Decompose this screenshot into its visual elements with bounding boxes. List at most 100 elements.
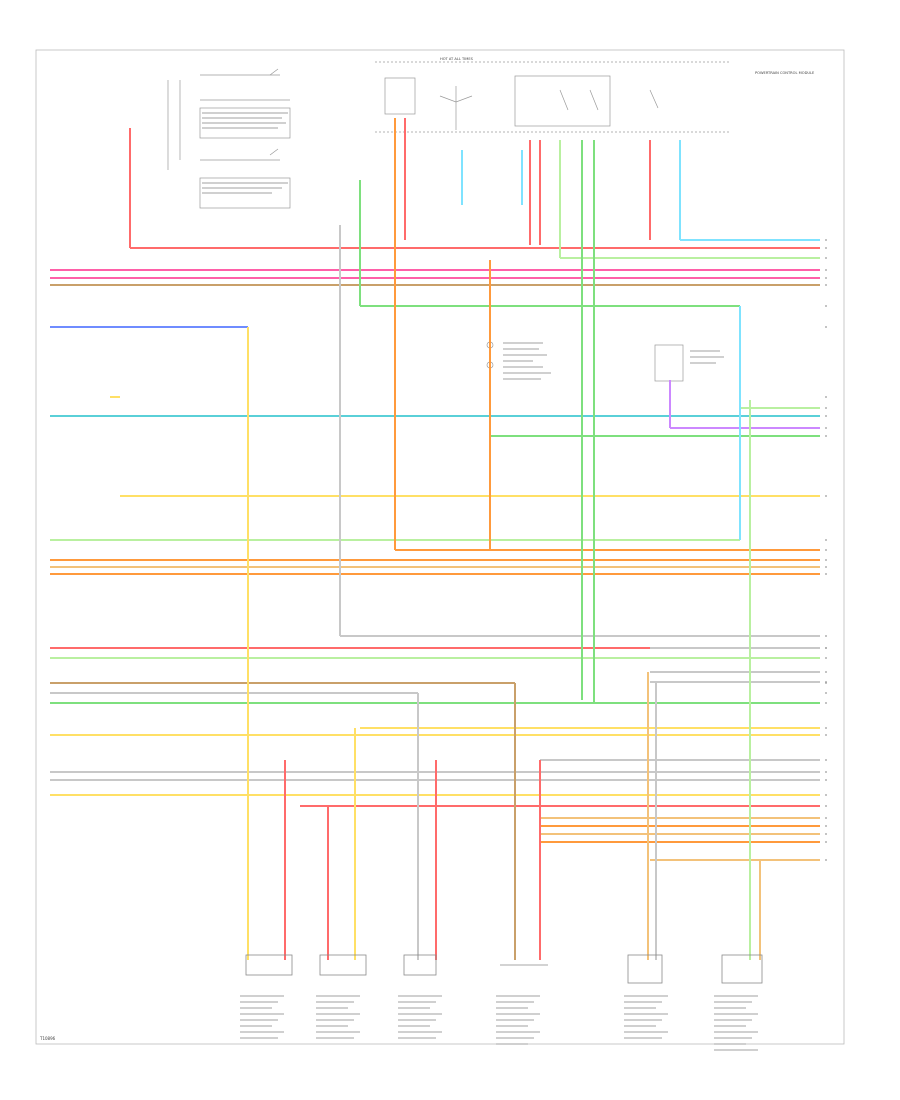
label-line (624, 1013, 668, 1015)
label-line (624, 1001, 662, 1003)
label-line (496, 1013, 540, 1015)
pin-mark (825, 759, 827, 761)
label-line (316, 1025, 348, 1027)
label-line (398, 1019, 436, 1021)
pin-mark (825, 647, 827, 649)
pin-mark (825, 559, 827, 561)
pin-mark (825, 549, 827, 551)
pin-mark (825, 771, 827, 773)
pin-mark (825, 257, 827, 259)
label-line (398, 1037, 436, 1039)
pin-mark (825, 805, 827, 807)
diagram-code: T10896 (39, 1036, 56, 1041)
label-line (496, 1037, 534, 1039)
label-line (624, 1025, 656, 1027)
label-line (496, 1019, 534, 1021)
label-line (398, 1031, 442, 1033)
pin-mark (825, 277, 827, 279)
label-line (398, 995, 442, 997)
pin-mark (825, 415, 827, 417)
label-line (496, 1001, 534, 1003)
pin-mark (825, 435, 827, 437)
pin-mark (825, 859, 827, 861)
label-line (398, 1007, 430, 1009)
label-line (714, 1025, 746, 1027)
label-line (624, 1007, 656, 1009)
pin-mark (825, 539, 827, 541)
label-line (398, 1001, 436, 1003)
label-line (240, 1001, 278, 1003)
label-line (496, 995, 540, 997)
label-line (316, 1019, 354, 1021)
label-line (624, 1031, 668, 1033)
label-line (316, 1037, 354, 1039)
pin-mark (825, 239, 827, 241)
mid-component-labels (503, 342, 724, 380)
clutch-label-stack (202, 112, 288, 194)
bottom-sensors (245, 954, 763, 984)
label-line (714, 1031, 758, 1033)
pin-mark (825, 269, 827, 271)
pin-mark (825, 566, 827, 568)
label-line (240, 1025, 272, 1027)
diagram-frame (35, 49, 845, 1045)
pin-mark (825, 326, 827, 328)
pin-mark (825, 702, 827, 704)
pin-mark (825, 635, 827, 637)
label-line (316, 1031, 360, 1033)
label-line (714, 1019, 752, 1021)
pin-mark (825, 817, 827, 819)
label-line (316, 1001, 354, 1003)
label-line (240, 1019, 278, 1021)
connector-pin-marks (825, 239, 827, 861)
pin-mark (825, 833, 827, 835)
label-line (714, 1037, 752, 1039)
label-line (714, 995, 758, 997)
throttle-position-sensor (627, 954, 663, 984)
pin-mark (825, 657, 827, 659)
label-line (496, 1007, 528, 1009)
trans-fluid-temp-sensor (403, 954, 437, 976)
pin-mark (825, 396, 827, 398)
label-line (624, 995, 668, 997)
pin-mark (825, 427, 827, 429)
label-line (496, 1025, 528, 1027)
pin-mark (825, 247, 827, 249)
label-line (316, 995, 360, 997)
label-line (240, 1007, 272, 1009)
label-line (398, 1025, 430, 1027)
pin-mark (825, 305, 827, 307)
label-line (714, 1001, 752, 1003)
pin-mark (825, 779, 827, 781)
pin-mark (825, 495, 827, 497)
label-line (316, 1007, 348, 1009)
clutch-switch-group (167, 68, 291, 209)
label-line (624, 1019, 662, 1021)
pin-mark (825, 734, 827, 736)
vertical-wires (129, 118, 761, 960)
pcm-label: POWERTRAIN CONTROL MODULE (755, 71, 815, 75)
bottom-label-blocks (240, 995, 758, 1051)
vehicle-speed-sensor (245, 954, 293, 976)
label-line (714, 1043, 746, 1045)
fuse-box (375, 61, 730, 133)
pin-mark (825, 727, 827, 729)
label-line (714, 1049, 758, 1051)
label-line (240, 1031, 284, 1033)
pin-mark (825, 841, 827, 843)
label-line (496, 1031, 540, 1033)
fuse-box-label: HOT AT ALL TIMES (440, 57, 474, 61)
pin-mark (825, 681, 827, 683)
label-line (240, 1037, 278, 1039)
transmission-relay-box (654, 344, 684, 382)
pin-mark (825, 692, 827, 694)
label-line (714, 1013, 758, 1015)
pin-mark (825, 573, 827, 575)
label-line (240, 995, 284, 997)
pin-mark (825, 825, 827, 827)
pin-mark (825, 671, 827, 673)
pin-mark (825, 794, 827, 796)
label-line (316, 1013, 360, 1015)
pin-mark (825, 284, 827, 286)
